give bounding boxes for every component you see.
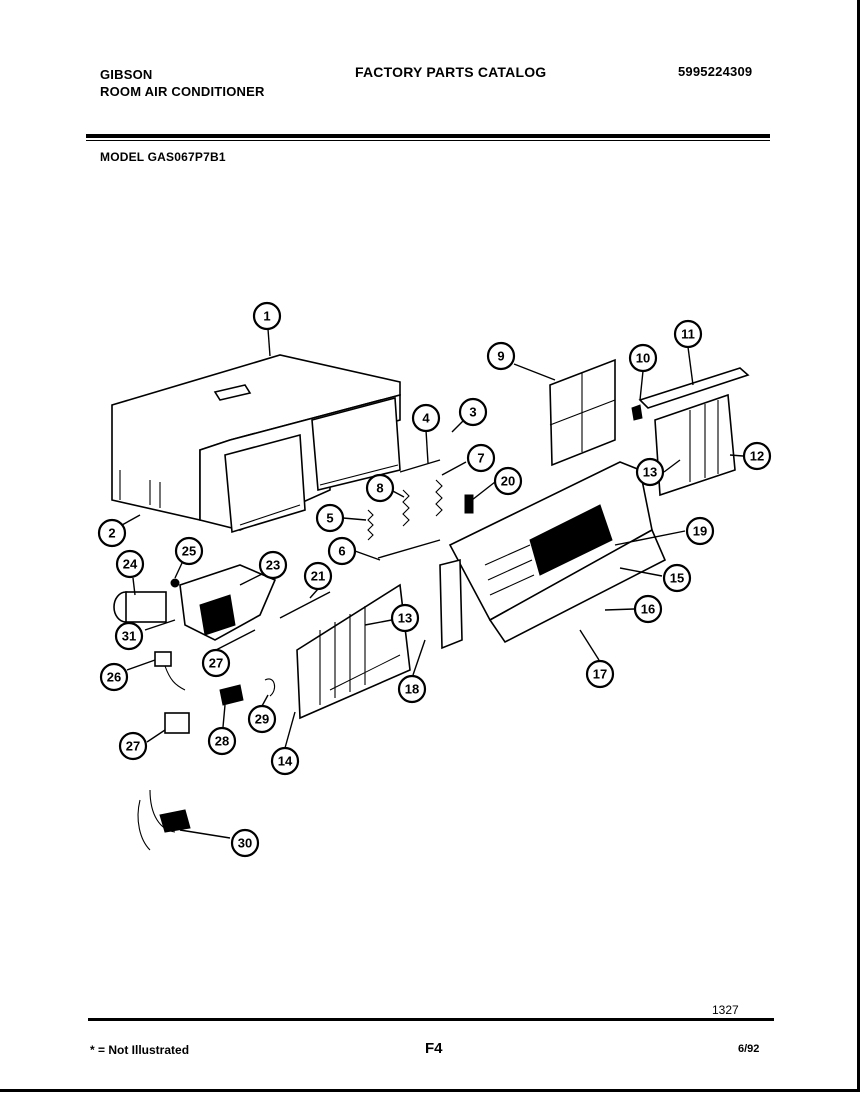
callout-11: 11: [673, 319, 703, 349]
svg-text:11: 11: [681, 327, 695, 342]
svg-text:26: 26: [107, 670, 121, 685]
svg-text:3: 3: [469, 405, 476, 420]
product-name: ROOM AIR CONDITIONER: [100, 84, 265, 99]
callout-3: 3: [458, 397, 488, 427]
svg-text:31: 31: [122, 629, 136, 644]
callout-19: 19: [685, 516, 715, 546]
svg-text:7: 7: [477, 451, 484, 466]
svg-text:10: 10: [636, 351, 650, 366]
svg-text:13: 13: [398, 611, 412, 626]
page-number: 1327: [712, 1003, 739, 1017]
brand-name: GIBSON: [100, 67, 153, 82]
callout-16: 16: [633, 594, 663, 624]
callout-9: 9: [486, 341, 516, 371]
svg-text:14: 14: [278, 754, 293, 769]
svg-text:13: 13: [643, 465, 657, 480]
callout-12: 12: [742, 441, 772, 471]
shaft-part: [279, 591, 331, 619]
callout-6: 6: [327, 536, 357, 566]
motor-assembly-part: [113, 564, 277, 641]
svg-text:5: 5: [326, 511, 333, 526]
callout-31: 31: [114, 621, 144, 651]
callout-25: 25: [174, 536, 204, 566]
svg-text:17: 17: [593, 667, 607, 682]
leader-lines: [121, 328, 744, 839]
callout-1: 1: [252, 301, 282, 331]
header-rule: [86, 134, 770, 138]
callout-7: 7: [466, 443, 496, 473]
filter-part: [549, 358, 616, 467]
svg-text:12: 12: [750, 449, 764, 464]
svg-text:20: 20: [501, 474, 515, 489]
callout-13a: 13: [635, 457, 665, 487]
svg-text:25: 25: [182, 544, 196, 559]
svg-text:29: 29: [255, 712, 269, 727]
model-label: MODEL GAS067P7B1: [100, 150, 226, 164]
callout-13b: 13: [390, 603, 420, 633]
svg-text:27: 27: [209, 656, 223, 671]
callout-20: 20: [493, 466, 523, 496]
catalog-number: 5995224309: [678, 64, 753, 79]
svg-text:9: 9: [497, 349, 504, 364]
callout-10: 10: [628, 343, 658, 373]
callout-27b: 27: [118, 731, 148, 761]
small-parts: [137, 651, 276, 851]
callout-15: 15: [662, 563, 692, 593]
callout-24: 24: [115, 549, 145, 579]
catalog-date: 6/92: [738, 1043, 760, 1055]
callout-2: 2: [97, 518, 127, 548]
figure-code: F4: [425, 1040, 443, 1057]
svg-text:2: 2: [108, 526, 115, 541]
svg-text:21: 21: [311, 569, 325, 584]
svg-text:23: 23: [266, 558, 280, 573]
svg-text:27: 27: [126, 739, 140, 754]
svg-text:1: 1: [263, 309, 270, 324]
front-cover-part: [439, 461, 667, 650]
svg-text:24: 24: [123, 557, 138, 572]
svg-text:8: 8: [376, 481, 383, 496]
callout-5: 5: [315, 503, 345, 533]
brand-block: GIBSON ROOM AIR CONDITIONER: [100, 66, 265, 100]
callout-21: 21: [303, 561, 333, 591]
svg-text:30: 30: [238, 836, 252, 851]
callout-28: 28: [207, 726, 237, 756]
catalog-title: FACTORY PARTS CATALOG: [355, 64, 547, 80]
side-grille-part: [631, 367, 750, 497]
cabinet-part: [111, 354, 401, 534]
callout-29: 29: [247, 704, 277, 734]
coil-parts: [367, 459, 474, 559]
svg-text:6: 6: [338, 544, 345, 559]
svg-text:15: 15: [670, 571, 684, 586]
callout-17: 17: [585, 659, 615, 689]
svg-text:19: 19: [693, 524, 707, 539]
svg-text:16: 16: [641, 602, 655, 617]
callout-18: 18: [397, 674, 427, 704]
not-illustrated-note: * = Not Illustrated: [90, 1043, 190, 1057]
footer-rule: [88, 1018, 774, 1021]
callout-labels: 1 2 3 4 5 6 7 8 9 10 11 12 13 13 14 15 1…: [97, 301, 772, 858]
header-rule-thin: [86, 140, 770, 141]
callout-4: 4: [411, 403, 441, 433]
callout-8: 8: [365, 473, 395, 503]
svg-text:18: 18: [405, 682, 419, 697]
callout-23: 23: [258, 550, 288, 580]
callout-27a: 27: [201, 648, 231, 678]
svg-text:28: 28: [215, 734, 229, 749]
front-grille-part: [296, 583, 411, 720]
callout-30: 30: [230, 828, 260, 858]
callout-26: 26: [99, 662, 129, 692]
svg-text:4: 4: [422, 411, 430, 426]
callout-14: 14: [270, 746, 300, 776]
